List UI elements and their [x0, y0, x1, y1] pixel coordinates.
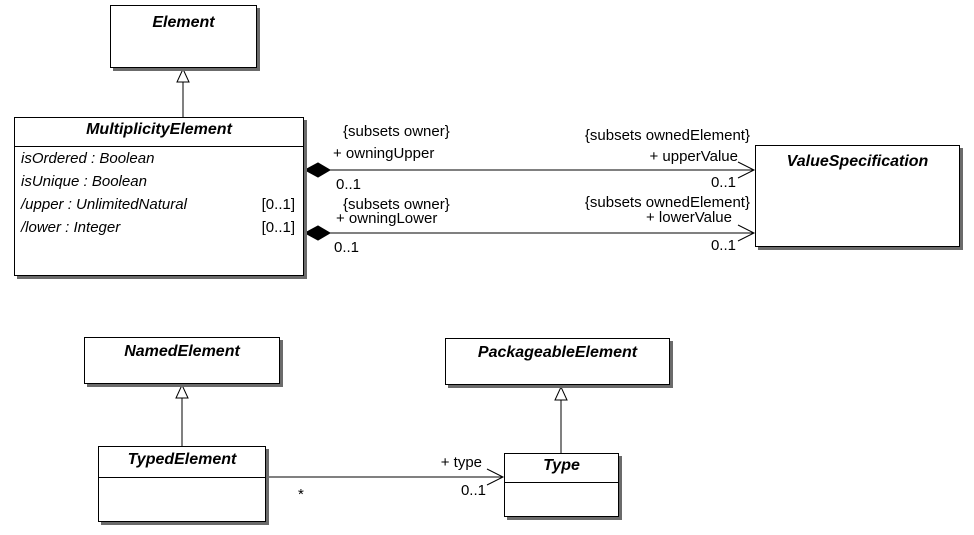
generalization-typed-to-named — [175, 383, 189, 446]
class-typed-element[interactable]: TypedElement — [98, 446, 266, 522]
attribute-upper: /upper : UnlimitedNatural [0..1] — [21, 196, 295, 213]
class-name: PackageableElement — [477, 344, 638, 361]
composition-diamond-upper — [303, 162, 331, 178]
class-name: NamedElement — [124, 343, 240, 360]
lower-target-role: + lowerValue — [645, 209, 732, 226]
navigability-arrow-lower — [737, 224, 756, 242]
upper-target-constraint: {subsets ownedElement} — [584, 127, 750, 144]
lower-source-constraint: {subsets owner} — [343, 196, 450, 213]
upper-source-multiplicity: 0..1 — [336, 176, 362, 193]
class-name: Element — [152, 14, 215, 31]
attribute-multiplicity: [0..1] — [261, 219, 295, 236]
class-name: TypedElement — [127, 451, 237, 468]
type-target-role: + type — [440, 454, 482, 471]
upper-source-role: + owningUpper — [333, 145, 435, 162]
association-lower — [303, 224, 756, 242]
class-name: MultiplicityElement — [86, 121, 232, 138]
lower-target-constraint: {subsets ownedElement} — [584, 194, 750, 211]
upper-source-constraint: {subsets owner} — [343, 123, 450, 140]
navigability-arrow-upper — [737, 161, 756, 179]
association-type — [266, 468, 505, 486]
class-named-element[interactable]: NamedElement — [84, 337, 280, 384]
attribute-multiplicity: [0..1] — [261, 196, 295, 213]
class-name: Type — [543, 457, 580, 474]
class-type[interactable]: Type — [504, 453, 619, 517]
generalization-multiplicity-to-element — [176, 67, 190, 117]
association-upper — [303, 161, 756, 179]
class-packageable-element[interactable]: PackageableElement — [445, 338, 670, 385]
attribute-is-unique: isUnique : Boolean — [21, 173, 147, 190]
class-element[interactable]: Element — [110, 5, 257, 68]
upper-target-role: + upperValue — [649, 148, 738, 165]
lower-source-role: + owningLower — [336, 210, 438, 227]
generalization-type-to-packageable — [554, 385, 568, 453]
navigability-arrow-type — [486, 468, 505, 486]
composition-diamond-lower — [303, 225, 331, 241]
upper-target-multiplicity: 0..1 — [710, 174, 736, 191]
type-target-multiplicity: 0..1 — [460, 482, 486, 499]
class-value-specification[interactable]: ValueSpecification — [755, 145, 960, 247]
attribute-is-ordered: isOrdered : Boolean — [21, 150, 155, 167]
class-name: ValueSpecification — [786, 153, 929, 170]
type-source-multiplicity: * — [298, 486, 304, 503]
lower-target-multiplicity: 0..1 — [710, 237, 736, 254]
lower-source-multiplicity: 0..1 — [334, 239, 360, 256]
class-multiplicity-element[interactable]: MultiplicityElement isOrdered : Boolean … — [14, 117, 304, 276]
attribute-lower: /lower : Integer [0..1] — [21, 219, 295, 236]
